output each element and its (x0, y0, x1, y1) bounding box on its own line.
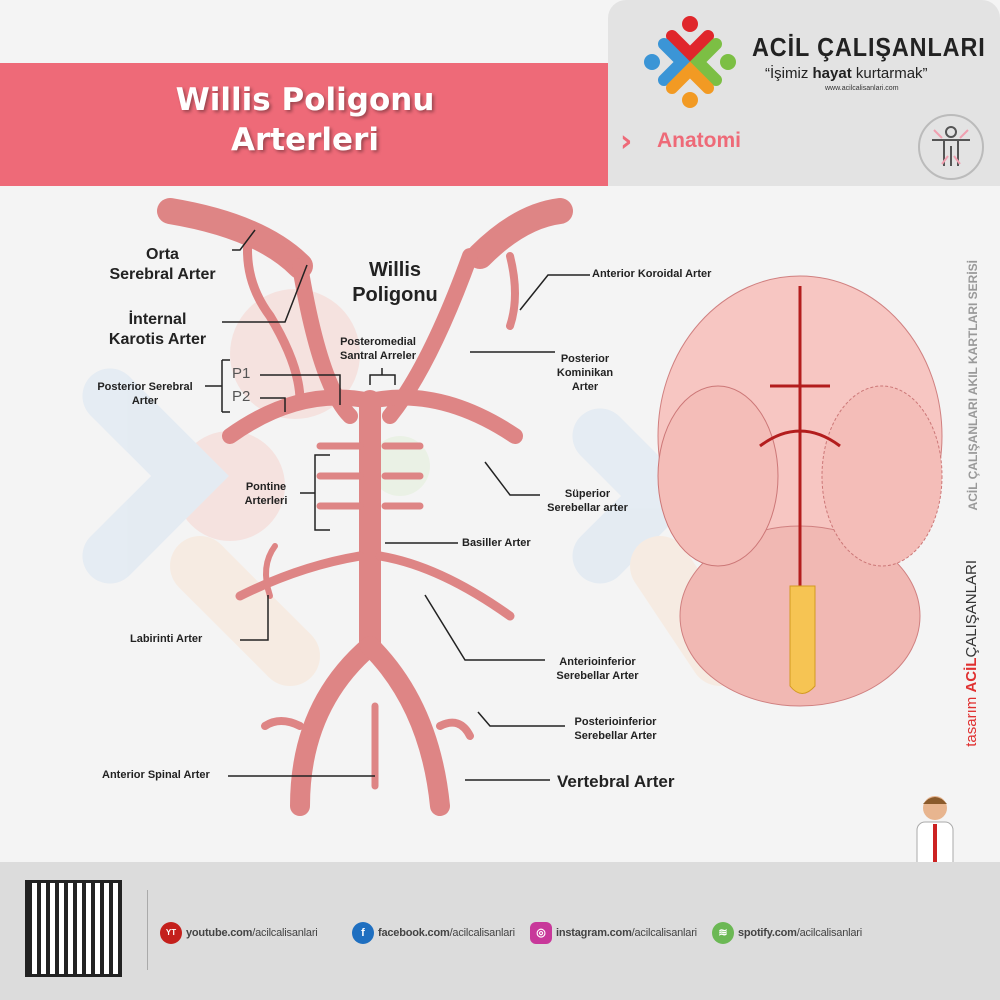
instagram-icon: ◎ (530, 922, 552, 944)
label-basiller-arter: Basiller Arter (462, 537, 531, 549)
instagram-link[interactable]: ◎instagram.com/acilcalisanlari (530, 922, 697, 944)
label-labirinti-arter: Labirinti Arter (130, 633, 203, 645)
youtube-icon: YT (160, 922, 182, 944)
footer-divider (147, 890, 148, 970)
chevron-right-icon: › (620, 124, 633, 159)
label-anterior-spinal-arter: Anterior Spinal Arter (102, 769, 210, 781)
label-vertebral-arter: Vertebral Arter (557, 772, 675, 791)
slogan: “İşimiz hayat kurtarmak” (765, 65, 928, 82)
title-banner (0, 63, 608, 186)
title-line-2: Arterleri (231, 122, 379, 158)
anatomy-body-icon (918, 114, 984, 180)
brain-illustration (657, 275, 943, 707)
brand-logo-icon (644, 16, 736, 108)
spotify-link[interactable]: ≋spotify.com/acilcalisanlari (712, 922, 862, 944)
website-url: www.acilcalisanlari.com (825, 85, 899, 92)
qr-code[interactable] (25, 880, 122, 977)
facebook-icon: f (352, 922, 374, 944)
diagram-canvas (82, 198, 943, 816)
design-credit: tasarım ACİLÇALIŞANLARI (963, 560, 980, 747)
label-p1: P1 (232, 365, 251, 382)
label-anterior-koroidal-arter: Anterior Koroidal Arter (592, 268, 712, 280)
label-p2: P2 (232, 388, 251, 405)
spotify-icon: ≋ (712, 922, 734, 944)
brand-name: ACİL ÇALIŞANLARI (752, 32, 986, 62)
series-label: ACİL ÇALIŞANLARI AKIL KARTLARI SERİSİ (966, 260, 980, 511)
section-label: Anatomi (657, 129, 741, 152)
title-line-1: Willis Poligonu (175, 82, 435, 118)
